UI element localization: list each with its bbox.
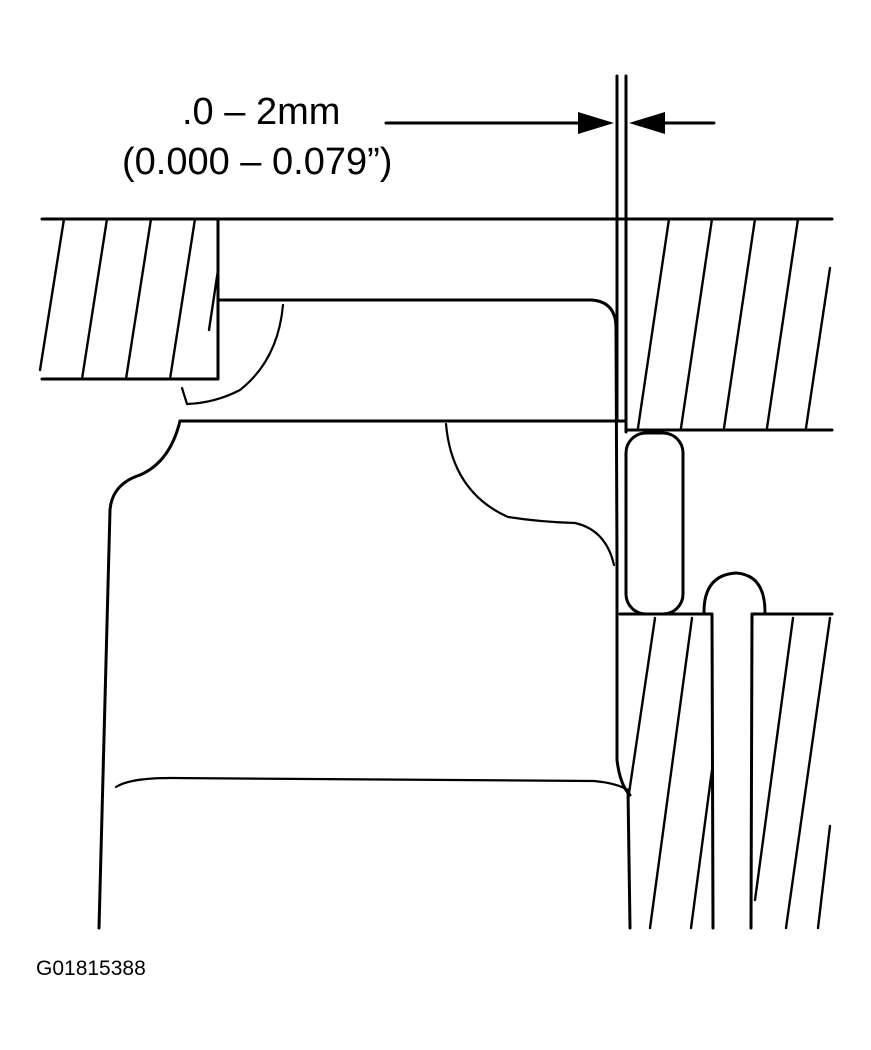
dimension-metric-label: .0 – 2mm: [182, 91, 340, 133]
dimension-arrows: [384, 112, 716, 134]
shaft-collar: [97, 298, 632, 930]
lower-right-housing: [618, 571, 834, 930]
upper-left-housing: [38, 217, 834, 381]
retaining-ring: [624, 431, 685, 616]
upper-right-housing: [624, 217, 834, 432]
clearance-gap-lines: [615, 74, 628, 434]
dimension-imperial-label: (0.000 – 0.079”): [122, 141, 392, 183]
figure-id: G01815388: [36, 957, 146, 980]
